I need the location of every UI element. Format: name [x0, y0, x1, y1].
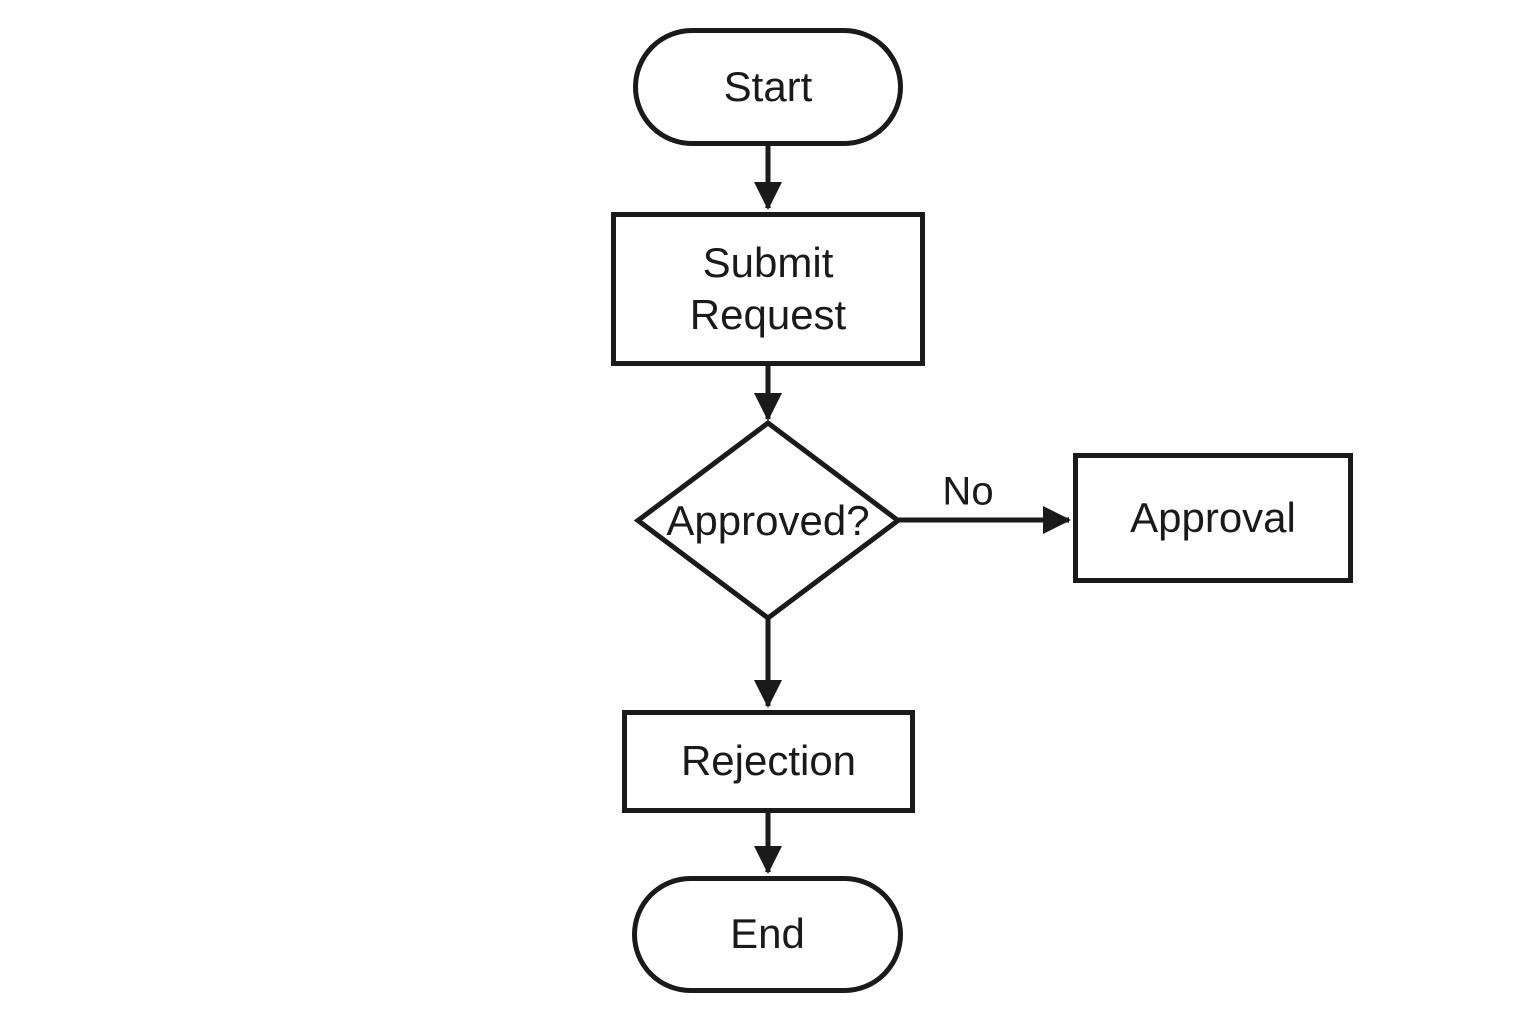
rejection-node-label: Rejection	[680, 737, 857, 785]
submit-request-node-label: Submit Request	[689, 238, 847, 339]
start-node: Start	[633, 28, 903, 146]
rejection-node: Rejection	[622, 710, 915, 813]
decision-node-approved-label: Approved?	[666, 496, 870, 544]
start-node-label: Start	[723, 62, 813, 110]
submit-request-node: Submit Request	[611, 212, 925, 366]
decision-node-approved-shape	[633, 419, 903, 622]
end-node: End	[632, 876, 903, 993]
decision-node-approved: Approved?	[638, 423, 898, 618]
edge-label-no: No	[942, 469, 994, 514]
end-node-label: End	[730, 910, 805, 958]
approval-node: Approval	[1073, 453, 1353, 583]
approval-node-label: Approval	[1130, 493, 1296, 541]
